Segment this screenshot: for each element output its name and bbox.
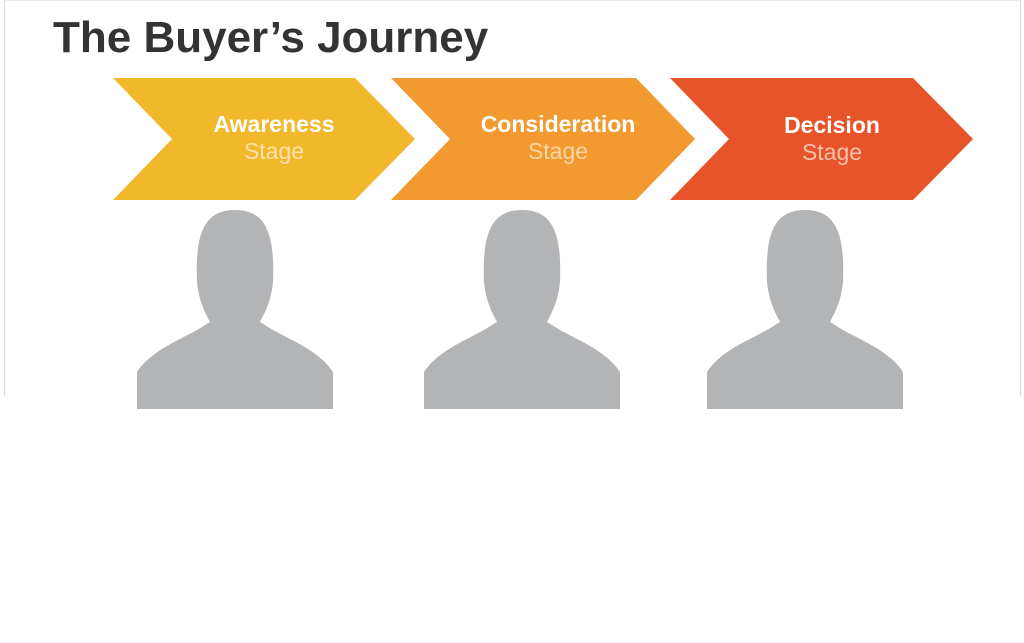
chevron-awareness [113,78,415,200]
stage-consideration: Consideration Stage [391,78,695,200]
slide-title: The Buyer’s Journey [53,13,489,62]
stage-sub: Stage [528,138,588,164]
person-icon-awareness [137,210,333,409]
stage-decision: Decision Stage [670,78,973,200]
stage-name: Awareness [213,111,334,137]
chevron-decision [670,78,973,200]
stage-awareness: Awareness Stage [113,78,415,200]
stage-sub: Stage [802,139,862,165]
stage-sub: Stage [244,138,304,164]
chevron-consideration [391,78,695,200]
stage-name: Decision [784,112,880,138]
person-icon-consideration [424,210,620,409]
person-icon-decision [707,210,903,409]
stage-name: Consideration [481,111,636,137]
